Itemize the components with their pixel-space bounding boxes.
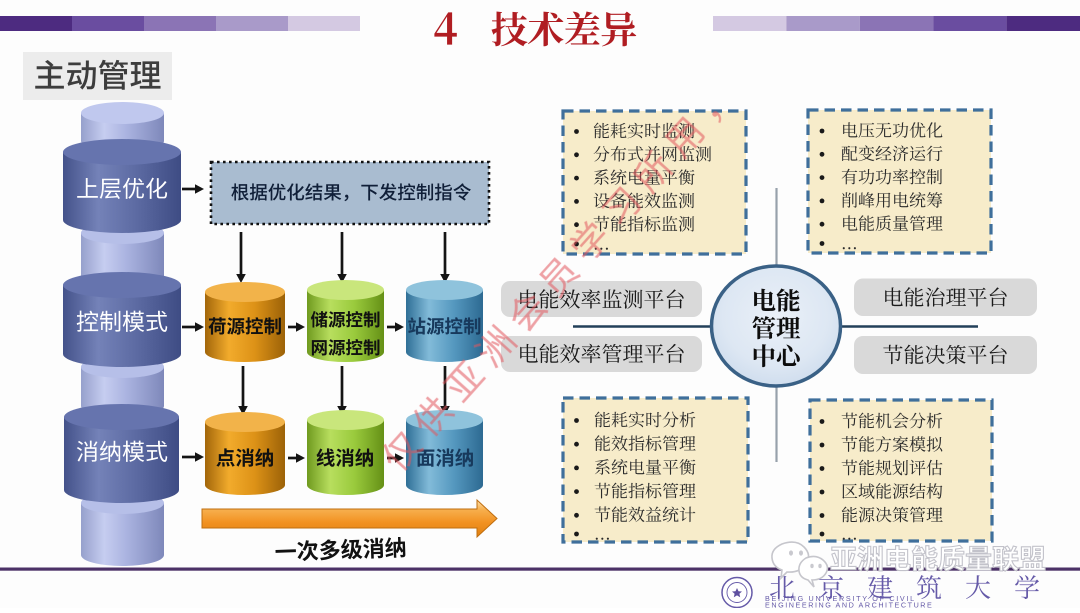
svg-text:ENGINEERING AND ARCHITECTURE: ENGINEERING AND ARCHITECTURE [765,601,933,609]
svg-text:BEIJING UNIVERSITY OF CIVIL: BEIJING UNIVERSITY OF CIVIL [765,594,916,603]
